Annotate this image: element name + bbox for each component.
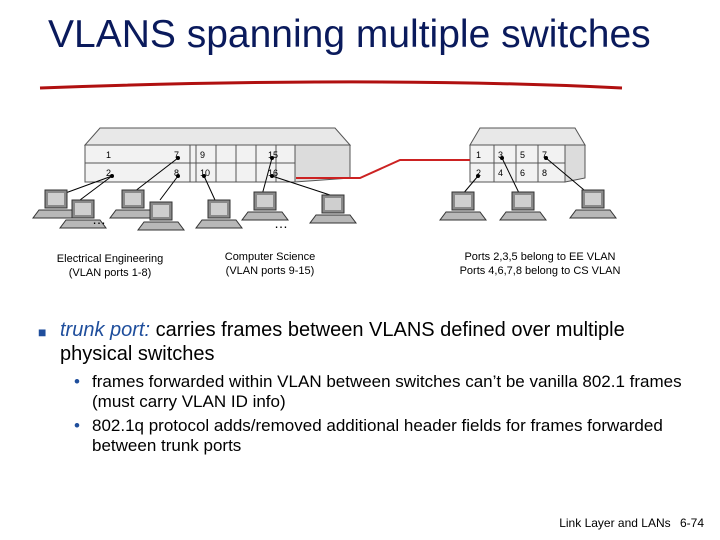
bullet-trunk-port: ■ trunk port: carries frames between VLA… [38, 318, 688, 366]
port-label-right-1: 1 [476, 150, 481, 160]
sub-bullet-2-text: 802.1q protocol adds/removed additional … [92, 416, 663, 455]
port-label-left-7: 7 [174, 150, 179, 160]
sub-bullet-dot-icon: • [74, 372, 80, 391]
slide-title: VLANS spanning multiple switches [48, 13, 651, 56]
port-label-right-3: 3 [498, 150, 503, 160]
footer-section: Link Layer and LANs [559, 516, 671, 530]
sub-bullet-2: • 802.1q protocol adds/removed additiona… [74, 416, 684, 456]
sub-bullet-dot-icon: • [74, 416, 80, 435]
port-dots [110, 156, 548, 178]
port-label-right-7: 7 [542, 150, 547, 160]
port-label-left-8: 8 [174, 168, 179, 178]
port-label-right-6: 6 [520, 168, 525, 178]
switch-left: 1 7 9 15 2 8 10 16 [83, 127, 352, 183]
workstation-icon [109, 189, 157, 219]
port-label-right-5: 5 [520, 150, 525, 160]
ellipsis-middle: … [274, 215, 288, 231]
port-label-left-2: 2 [106, 168, 111, 178]
slide-footer: Link Layer and LANs 6-74 [553, 516, 704, 530]
sub-bullet-1: • frames forwarded within VLAN between s… [74, 372, 684, 412]
trunk-link [296, 159, 470, 179]
port-label-right-2: 2 [476, 168, 481, 178]
port-label-left-9: 9 [200, 150, 205, 160]
ellipsis-left: … [92, 211, 106, 227]
workstation-icon [309, 194, 357, 224]
port-label-right-8: 8 [542, 168, 547, 178]
page-number: 6-74 [679, 516, 704, 530]
port-assignment-line2: Ports 4,6,7,8 belong to CS VLAN [459, 265, 621, 277]
port-assignment-label: Ports 2,3,5 belong to EE VLAN Ports 4,6,… [440, 250, 640, 278]
workstation-icon [195, 199, 243, 229]
port-assignment-line1: Ports 2,3,5 belong to EE VLAN [464, 251, 616, 263]
bullet-marker-icon: ■ [38, 324, 47, 340]
switch-right: 1 3 5 7 2 4 6 8 [469, 127, 586, 183]
host-cables [59, 157, 591, 201]
cs-label: Computer Science (VLAN ports 9-15) [205, 250, 335, 278]
workstation-icon [439, 191, 487, 221]
port-label-left-1: 1 [106, 150, 111, 160]
port-label-right-4: 4 [498, 168, 503, 178]
vlan-diagram: 1 7 9 15 2 8 10 16 1 3 5 7 2 4 6 8 [32, 127, 617, 231]
workstation-icon [499, 191, 547, 221]
trunk-port-term: trunk port: [60, 319, 151, 341]
ee-label-line2: (VLAN ports 1-8) [68, 267, 152, 279]
trunk-port-definition: carries frames between VLANS defined ove… [60, 319, 625, 365]
port-label-left-15: 15 [268, 150, 278, 160]
workstation-icon [569, 189, 617, 219]
ee-label-line1: Electrical Engineering [56, 253, 164, 265]
cs-label-line1: Computer Science [224, 251, 316, 263]
ee-label: Electrical Engineering (VLAN ports 1-8) [40, 252, 180, 280]
sub-bullet-1-text: frames forwarded within VLAN between swi… [92, 372, 682, 411]
port-label-left-10: 10 [200, 168, 210, 178]
port-label-left-16: 16 [268, 168, 278, 178]
cs-label-line2: (VLAN ports 9-15) [225, 265, 315, 277]
